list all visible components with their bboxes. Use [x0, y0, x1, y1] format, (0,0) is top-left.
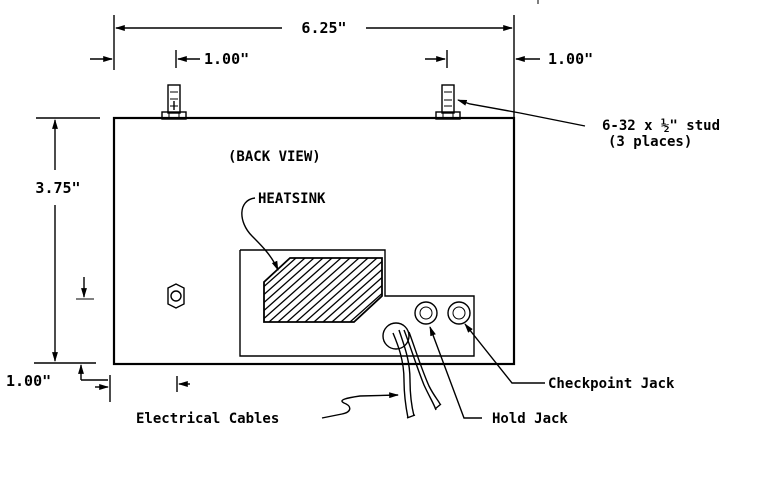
stud-callout-line2: (3 places)	[608, 134, 692, 150]
stud-callout: 6-32 x ½" stud (3 places)	[457, 99, 720, 150]
heatsink-callout: HEATSINK	[241, 191, 326, 271]
stud-offset-left-label: 1.00"	[204, 50, 249, 68]
heatsink-hatch-line	[440, 250, 530, 330]
heatsink-label: HEATSINK	[258, 191, 326, 207]
dimension-stud-offset-left: 1.00"	[90, 50, 249, 68]
heatsink-hatch-line	[340, 258, 382, 322]
stud-callout-line1: 6-32 x ½" stud	[602, 118, 720, 134]
heatsink-hatch-line	[331, 258, 382, 322]
heatsink-hatch-line	[264, 258, 333, 322]
dimension-stud-offset-right: 1.00"	[425, 50, 593, 68]
heatsink-hatch-line	[264, 258, 351, 322]
dimension-overall-width: 6.25"	[113, 15, 515, 118]
heatsink-hatch-line	[264, 258, 324, 322]
hold-jack-callout: Hold Jack	[429, 326, 568, 427]
heatsink-hatch-line	[431, 250, 521, 330]
heatsink-hatch-line	[304, 258, 382, 322]
dimension-bottom-offset: 1.00"	[6, 364, 190, 402]
heatsink-hatch-line	[286, 258, 378, 322]
electrical-cables	[392, 329, 442, 419]
heatsink-hatch-line	[277, 258, 369, 322]
checkpoint-jack-label: Checkpoint Jack	[548, 376, 675, 392]
back-view-label: (BACK VIEW)	[228, 149, 321, 165]
hold-jack-label: Hold Jack	[492, 411, 568, 427]
dimension-inner-marker	[76, 277, 94, 300]
cable-grommet	[382, 322, 410, 350]
overall-width-label: 6.25"	[301, 19, 346, 37]
stud-right	[435, 84, 461, 120]
checkpoint-jack-callout: Checkpoint Jack	[464, 323, 675, 392]
stud-left	[161, 84, 187, 120]
heatsink-hatch-line	[295, 258, 382, 322]
dimension-overall-height: 3.75"	[34, 117, 100, 364]
heatsink-panel	[239, 249, 475, 357]
heatsink-hatch-line	[313, 258, 382, 322]
electrical-cables-label: Electrical Cables	[136, 411, 279, 427]
overall-height-label: 3.75"	[35, 179, 80, 197]
heatsink-hatch-line	[264, 258, 342, 322]
hold-jack	[414, 301, 438, 325]
heatsink-hatch-line	[268, 258, 360, 322]
heatsink-hatch-line	[264, 258, 306, 322]
heatsink-hatch-line	[264, 258, 315, 322]
bottom-offset-label: 1.00"	[6, 372, 51, 390]
heatsink	[263, 250, 530, 330]
hex-nut	[167, 283, 185, 309]
heatsink-hatch-line	[322, 258, 382, 322]
cables-callout: Electrical Cables	[136, 392, 399, 427]
heatsink-hatch-line	[264, 258, 270, 322]
stud-offset-right-label: 1.00"	[548, 50, 593, 68]
heatsink-hatch-line	[413, 250, 503, 330]
heatsink-hatch-line	[395, 250, 485, 330]
checkpoint-jack	[447, 301, 471, 325]
enclosure-outline	[112, 116, 516, 366]
